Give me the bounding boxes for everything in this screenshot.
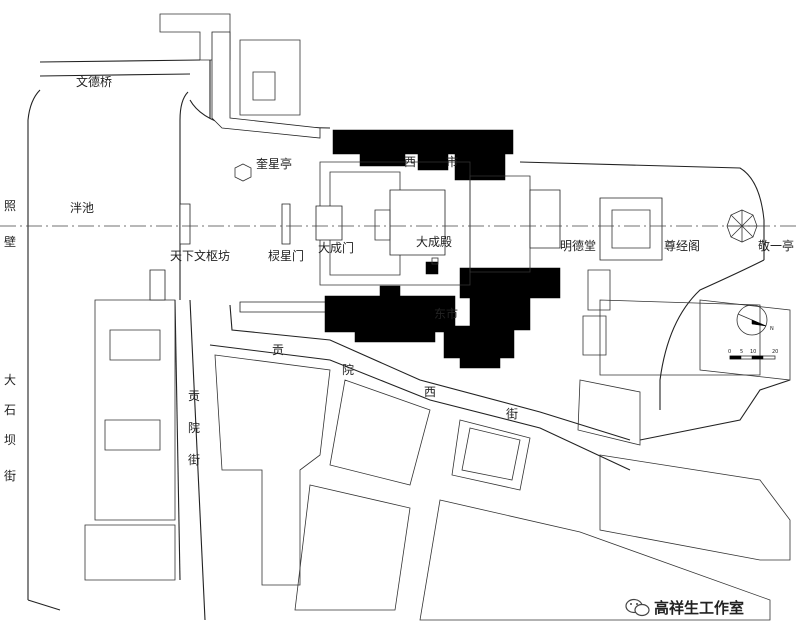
watermark: 高祥生工作室 [625, 598, 744, 617]
wende-bridge-label: 文德桥 [76, 74, 112, 89]
street-lines [27, 13, 791, 621]
gongyuan-west-label-2: 院 [342, 363, 354, 377]
dacheng-gate-label: 大成门 [318, 240, 354, 255]
compass-north-label: N [770, 326, 774, 332]
dashiba-label-1: 大 [4, 373, 16, 387]
gongyuan-west-label-4: 街 [506, 407, 518, 421]
gongyuan-street-label-1: 贡 [188, 389, 200, 403]
kuixing-pavilion-label: 奎星亭 [256, 156, 292, 171]
bi-label: 壁 [4, 234, 16, 249]
temple-compound [179, 161, 663, 286]
gongyuan-west-label-3: 西 [424, 385, 436, 399]
pan-pond-label: 泮池 [70, 201, 94, 215]
wechat-icon [625, 598, 650, 617]
lingxing-gate-label: 棂星门 [268, 248, 304, 263]
kuixing-pavilion-shape [234, 163, 252, 182]
zunjing-pavilion-label: 尊经阁 [664, 238, 700, 253]
west-market-label-2: 市 [446, 154, 458, 169]
dashiba-label-4: 街 [4, 469, 16, 483]
scale-label-20: 20 [772, 349, 778, 355]
scale-label-0: 0 [728, 349, 731, 355]
market-buildings [324, 129, 561, 369]
scale-bar: 0 5 10 20 [728, 349, 778, 360]
gongyuan-street-label-3: 街 [188, 453, 200, 467]
scale-label-5: 5 [740, 349, 743, 355]
zhao-label: 照 [4, 199, 16, 213]
scale-label-10: 10 [750, 349, 756, 355]
dacheng-hall-label: 大成殿 [416, 235, 452, 249]
hatched-walls [149, 31, 331, 313]
tianxia-wenshu-arch-label: 天下文枢坊 [170, 248, 230, 263]
mingde-hall-label: 明德堂 [560, 238, 596, 253]
dashiba-label-3: 坝 [4, 433, 16, 447]
watermark-text: 高祥生工作室 [654, 599, 744, 617]
west-market-label-1: 西 [404, 155, 416, 169]
dashiba-label-2: 石 [4, 403, 16, 417]
gongyuan-street-label-2: 院 [188, 421, 200, 435]
gongyuan-west-label-1: 贡 [272, 343, 284, 357]
city-blocks [84, 39, 791, 621]
east-market-label: 东市 [434, 306, 458, 321]
jingyi-pavilion-label: 敬一亭 [758, 238, 794, 253]
compass-rose: N [736, 304, 774, 336]
place-labels: 文德桥 照 壁 泮池 奎星亭 天下文枢坊 棂星门 大成门 大成殿 明德堂 尊经阁… [4, 74, 794, 483]
